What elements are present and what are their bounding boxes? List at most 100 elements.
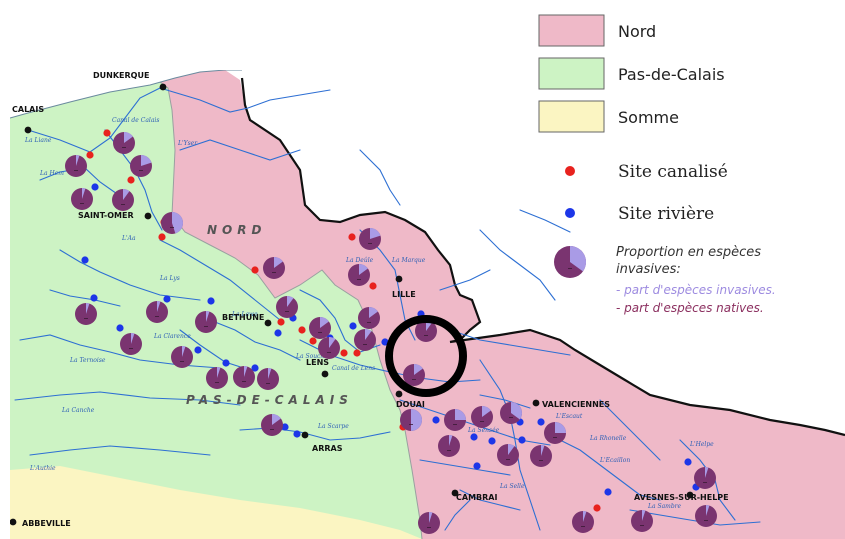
river-label: La Clarence — [153, 333, 191, 340]
canal-site-dot — [309, 337, 317, 345]
pie-invasive-slice — [414, 364, 423, 375]
proportion-pie — [65, 155, 87, 177]
river-site-dot — [91, 183, 99, 191]
city-label-lille: LILLE — [392, 290, 416, 299]
river-label: L'Yser — [177, 140, 198, 147]
proportion-pie — [195, 311, 217, 333]
canal-site-dot — [298, 326, 306, 334]
proportion-pie — [261, 414, 283, 436]
legend-canal-label: Site canalisé — [618, 162, 728, 182]
canal-site-dot — [340, 349, 348, 357]
river-label: L'Helpe — [689, 441, 714, 448]
city-dot-douai — [395, 390, 403, 398]
proportion-pie — [403, 364, 425, 386]
proportion-pie — [112, 189, 134, 211]
cities: DUNKERQUE CALAIS SAINT-OMER BETHUNE LILL… — [10, 71, 729, 528]
pie-invasive-slice — [124, 132, 133, 143]
pie-invasive-slice — [365, 329, 372, 340]
river-site-dot — [281, 423, 289, 431]
proportion-pie — [695, 505, 717, 527]
river-site-dot — [473, 462, 481, 470]
river-site-dot — [349, 322, 357, 330]
pie-invasive-slice — [411, 409, 422, 431]
pie-invasive-slice — [369, 307, 378, 318]
river-site-dot — [81, 256, 89, 264]
proportion-pie — [354, 329, 376, 351]
pie-invasive-slice — [508, 444, 515, 455]
pie-invasive-slice — [370, 228, 381, 239]
canal-site-dot — [348, 233, 356, 241]
legend-proportion-line2: invasives: — [616, 262, 681, 277]
river-label: La Ternoise — [69, 357, 106, 364]
city-dot-lille — [395, 275, 403, 283]
nord-region — [160, 70, 845, 539]
river-label: L'Ecaillon — [599, 457, 630, 464]
legend-label-somme: Somme — [618, 108, 679, 127]
pie-invasive-slice — [583, 511, 587, 522]
canal-site-dot — [251, 266, 259, 274]
legend-swatch-somme — [538, 100, 605, 133]
pie-invasive-slice — [82, 188, 86, 199]
pie-invasive-slice — [482, 406, 491, 417]
city-label-saint-omer: SAINT-OMER — [78, 211, 134, 220]
proportion-pie — [444, 409, 466, 431]
river-label: La Sambre — [647, 503, 682, 510]
proportion-pie — [500, 402, 522, 424]
legend-label-nord: Nord — [618, 22, 656, 41]
proportion-pie — [120, 333, 142, 355]
proportion-pie — [276, 296, 298, 318]
pie-invasive-slice — [449, 435, 453, 446]
pie-invasive-slice — [274, 257, 283, 268]
pie-invasive-slice — [268, 368, 272, 379]
river-label: La Deûle — [345, 257, 374, 264]
river-site-dot — [116, 324, 124, 332]
proportion-pie — [263, 257, 285, 279]
city-dot-lens — [321, 370, 329, 378]
legend-native-line: - part d'espèces natives. — [616, 301, 764, 315]
pie-invasive-slice — [570, 246, 587, 272]
city-dot-abbeville — [10, 518, 17, 526]
legend-swatch-pas-de-calais — [538, 57, 605, 90]
belgium-area — [242, 70, 845, 435]
proportion-pie — [400, 409, 422, 431]
river-site-dot — [222, 359, 230, 367]
pie-invasive-slice — [359, 264, 368, 275]
river-label: La Selle — [499, 483, 525, 490]
city-dot-saint-omer — [144, 212, 152, 220]
legend-pie-icon — [554, 246, 587, 278]
canal-site-dot — [103, 129, 111, 137]
pie-invasive-slice — [76, 155, 80, 166]
pie-invasive-slice — [329, 337, 336, 348]
river-site-dot — [251, 364, 259, 372]
proportion-pie — [233, 366, 255, 388]
pie-invasive-slice — [182, 346, 186, 357]
river-site-dot — [604, 488, 612, 496]
river-label: Canal de Calais — [112, 117, 159, 124]
pie-invasive-slice — [287, 296, 294, 307]
highlight-ring — [385, 315, 467, 397]
city-label-bethune: BETHUNE — [222, 313, 264, 322]
proportion-pie — [146, 301, 168, 323]
proportion-pie — [438, 435, 460, 457]
proportion-pie — [161, 212, 184, 234]
proportion-pie — [71, 188, 93, 210]
proportion-pie — [206, 367, 228, 389]
city-label-cambrai: CAMBRAI — [456, 493, 497, 502]
river-site-dot — [207, 297, 215, 305]
river-site-dot — [381, 338, 389, 346]
city-label-abbeville: ABBEVILLE — [22, 519, 71, 528]
river-labels: Canal de Calais La Hem L'Aa La Liane La … — [24, 117, 714, 510]
city-dot-bethune — [264, 319, 272, 327]
pie-invasive-slice — [429, 512, 433, 523]
river-label: La Scarpe — [317, 423, 349, 430]
canal-site-dot — [158, 233, 166, 241]
legend-label-pas-de-calais: Pas-de-Calais — [618, 65, 725, 84]
city-dot-dunkerque — [159, 83, 167, 91]
pie-invasive-slice — [705, 467, 709, 478]
pie-invasive-slice — [86, 303, 90, 314]
river-site-dot — [518, 436, 526, 444]
site-markers — [81, 129, 700, 531]
river-site-dot — [194, 346, 202, 354]
region-label-nord: NORD — [207, 223, 266, 237]
river-label: La Sensée — [467, 427, 500, 434]
